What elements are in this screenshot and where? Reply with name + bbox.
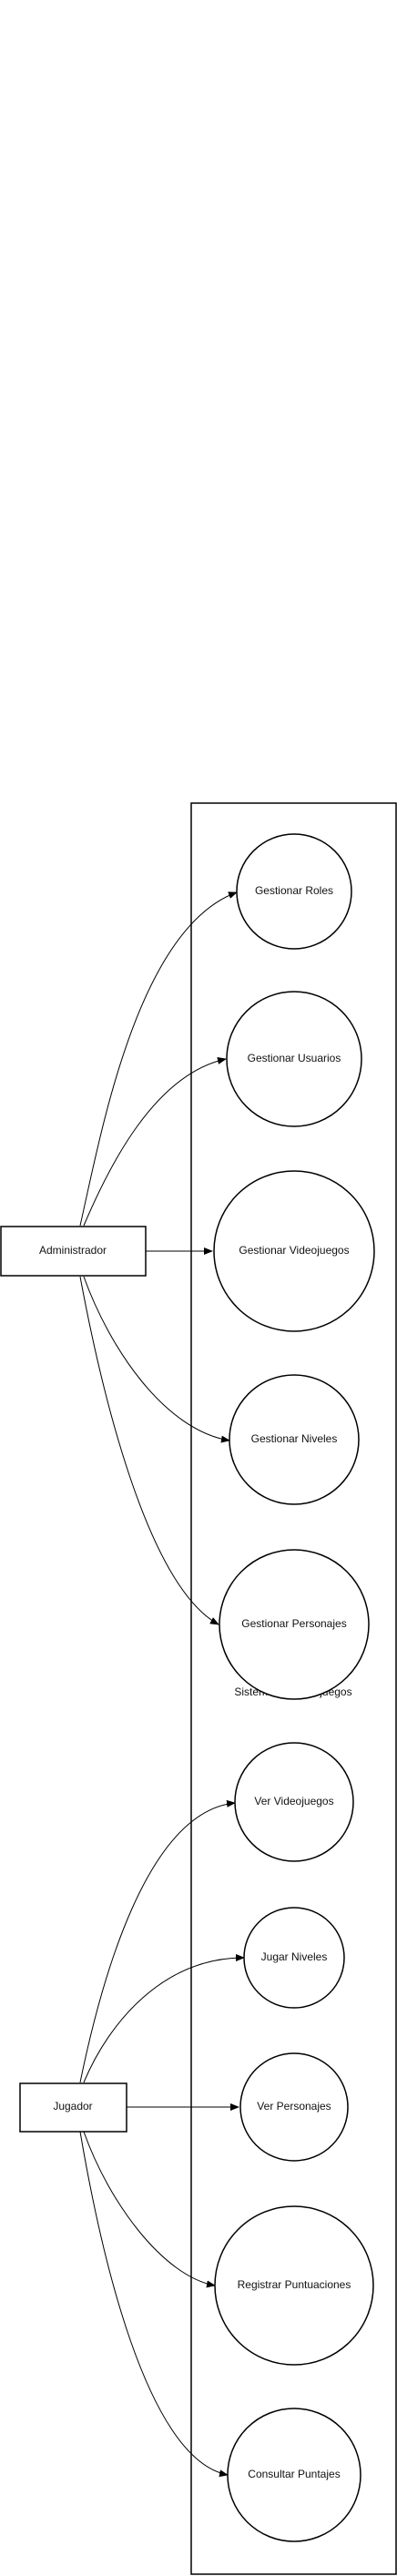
connectors: [79, 891, 245, 2478]
connector-admin-uc4: [83, 1276, 230, 1443]
connector-jugador-uc6: [79, 1799, 236, 2083]
use-case-label: Gestionar Personajes: [241, 1617, 346, 1630]
use-case-label: Ver Videojuegos: [254, 1795, 333, 1807]
use-case-label: Jugar Niveles: [261, 1950, 328, 1963]
use-case-label: Gestionar Niveles: [251, 1432, 338, 1445]
actor-label: Administrador: [39, 1244, 107, 1257]
actor-jugador[interactable]: Jugador: [19, 2082, 127, 2133]
use-case-label: Gestionar Roles: [255, 884, 333, 897]
use-case-registrar-puntuaciones[interactable]: Registrar Puntuaciones: [214, 2205, 374, 2366]
connector-admin-uc2: [83, 1057, 227, 1227]
use-case-gestionar-niveles[interactable]: Gestionar Niveles: [229, 1374, 360, 1505]
use-case-label: Gestionar Videojuegos: [239, 1244, 349, 1257]
connector-admin-uc1: [79, 891, 238, 1227]
actor-label: Jugador: [53, 2100, 92, 2113]
use-case-jugar-niveles[interactable]: Jugar Niveles: [243, 1907, 345, 2009]
use-case-gestionar-videojuegos[interactable]: Gestionar Videojuegos: [213, 1170, 375, 1332]
use-case-gestionar-personajes[interactable]: Gestionar Personajes: [219, 1549, 370, 1700]
system-boundary: [190, 802, 397, 2575]
use-case-label: Gestionar Usuarios: [248, 1052, 341, 1064]
use-case-gestionar-roles[interactable]: Gestionar Roles: [236, 833, 352, 950]
connector-jugador-uc9: [83, 2131, 216, 2288]
connector-jugador-uc10: [79, 2131, 229, 2478]
actor-administrador[interactable]: Administrador: [0, 1226, 147, 1277]
use-case-consultar-puntajes[interactable]: Consultar Puntajes: [227, 2408, 361, 2542]
use-case-ver-videojuegos[interactable]: Ver Videojuegos: [234, 1742, 354, 1862]
use-case-gestionar-usuarios[interactable]: Gestionar Usuarios: [226, 991, 362, 1127]
use-case-label: Ver Personajes: [257, 2100, 331, 2113]
use-case-ver-personajes[interactable]: Ver Personajes: [239, 2052, 349, 2162]
connector-admin-uc5: [79, 1276, 219, 1625]
use-cases: Gestionar Roles Gestionar Usuarios Gesti…: [213, 833, 375, 2542]
connector-jugador-uc7: [83, 1954, 245, 2083]
use-case-label: Registrar Puntuaciones: [238, 2278, 351, 2291]
use-case-label: Consultar Puntajes: [248, 2468, 340, 2480]
